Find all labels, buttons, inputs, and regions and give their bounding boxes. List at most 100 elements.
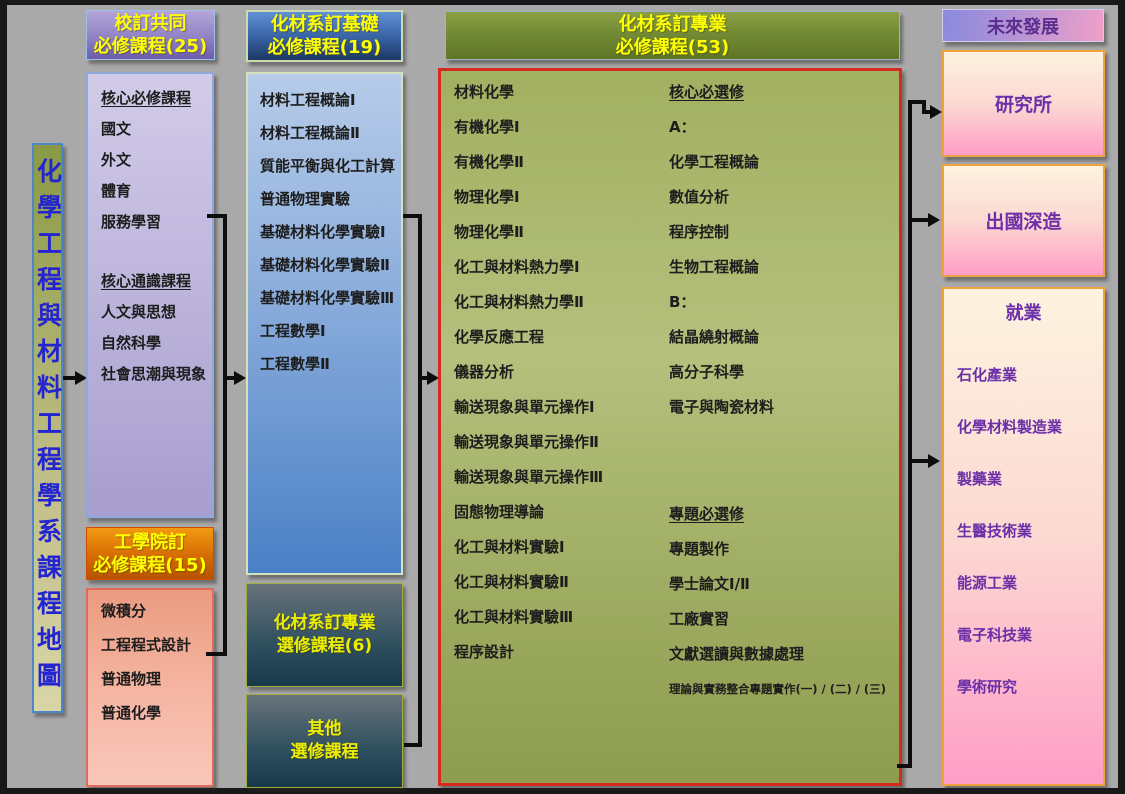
common-required-list: 核心必修課程國文外文體育服務學習核心通識課程人文與思想自然科學社會思潮與現象 xyxy=(86,72,214,518)
professional-elective-line2: 選修課程(6) xyxy=(276,636,373,656)
course-item: 基礎材料化學實驗Ⅰ xyxy=(260,223,386,241)
department-title-bar: 化學工程與材料工程學系課程地圖 xyxy=(32,143,63,713)
course-item: 材料工程概論Ⅱ xyxy=(260,124,360,142)
basic-required-header-line1: 化材系訂基礎 xyxy=(270,14,379,35)
frame-right xyxy=(1118,0,1125,794)
department-title: 化學工程與材料工程學系課程地圖 xyxy=(33,158,63,698)
course-item: 普通物理實驗 xyxy=(260,190,351,208)
frame-bottom xyxy=(0,788,1125,794)
course-item: 核心通識課程 xyxy=(101,272,192,290)
course-item: 自然科學 xyxy=(101,334,162,352)
arrow-c2-to-c3-head xyxy=(427,371,439,385)
other-elective-line2: 選修課程 xyxy=(290,742,359,762)
course-item: 工廠實習 xyxy=(669,610,730,628)
common-required-header: 校訂共同 必修課程(25) xyxy=(86,10,215,60)
professional-required-header: 化材系訂專業 必修課程(53) xyxy=(445,11,900,60)
connector-c3-c4-bottom-stub xyxy=(897,764,912,768)
course-item: 高分子科學 xyxy=(669,363,745,381)
course-item: 物理化學Ⅰ xyxy=(454,188,520,206)
course-item: 學士論文Ⅰ/Ⅱ xyxy=(669,575,750,593)
future-development-title: 未來發展 xyxy=(987,16,1059,38)
course-item: 物理化學Ⅱ xyxy=(454,223,524,241)
arrow-to-grad-school-line xyxy=(922,110,931,114)
course-item: A： xyxy=(669,118,696,136)
course-item: 電子與陶瓷材料 xyxy=(669,398,775,416)
course-item: 基礎材料化學實驗Ⅲ xyxy=(260,289,395,307)
employment-item: 生醫技術業 xyxy=(957,522,1033,540)
course-item: 化工與材料實驗Ⅱ xyxy=(454,573,569,591)
course-item: 基礎材料化學實驗Ⅱ xyxy=(260,256,390,274)
connector-c2-c3-vline xyxy=(418,214,422,747)
connector-c3-c4-vline xyxy=(908,100,912,768)
course-item: 輸送現象與單元操作Ⅲ xyxy=(454,468,604,486)
course-item: 數值分析 xyxy=(669,188,730,206)
employment-item: 化學材料製造業 xyxy=(957,418,1063,436)
employment-item: 電子科技業 xyxy=(957,626,1033,644)
course-item: 核心必選修 xyxy=(669,83,745,101)
study-abroad-label: 出國深造 xyxy=(985,211,1062,233)
course-item: 國文 xyxy=(101,120,132,138)
college-required-header-line2: 必修課程(15) xyxy=(93,554,207,576)
arrow-title-to-common-head xyxy=(75,371,87,385)
college-required-list: 微積分工程程式設計普通物理普通化學 xyxy=(86,588,214,787)
arrow-to-employment-head xyxy=(928,454,940,468)
course-item: 社會思潮與現象 xyxy=(101,365,207,383)
course-item: 專題必選修 xyxy=(669,505,745,523)
other-elective-box: 其他 選修課程 xyxy=(246,694,403,788)
course-item: 材料工程概論Ⅰ xyxy=(260,91,356,109)
connector-c1-c2-bottom-stub xyxy=(206,652,225,656)
arrow-to-employment-line xyxy=(912,459,929,463)
employment-item: 能源工業 xyxy=(957,574,1018,592)
employment-list: 石化產業化學材料製造業製藥業生醫技術業能源工業電子科技業學術研究 xyxy=(944,349,1103,713)
employment-box: 就業 石化產業化學材料製造業製藥業生醫技術業能源工業電子科技業學術研究 xyxy=(942,287,1105,786)
frame-left xyxy=(0,0,7,794)
course-item: 核心必修課程 xyxy=(101,89,192,107)
study-abroad-box: 出國深造 xyxy=(942,164,1105,277)
course-item: 工程數學Ⅱ xyxy=(260,355,330,373)
course-item: 輸送現象與單元操作Ⅰ xyxy=(454,398,595,416)
course-item: 化學工程概論 xyxy=(669,153,760,171)
connector-c2-c3-top-stub xyxy=(403,214,418,218)
connector-c2-c3-bottom-stub xyxy=(404,743,420,747)
basic-required-header: 化材系訂基礎 必修課程(19) xyxy=(246,10,403,62)
course-item: B： xyxy=(669,293,696,311)
grad-school-label: 研究所 xyxy=(994,94,1052,116)
course-item: 服務學習 xyxy=(101,213,162,231)
professional-required-header-line1: 化材系訂專業 xyxy=(618,13,727,35)
connector-c1-c2-top-stub xyxy=(207,214,225,218)
employment-item: 石化產業 xyxy=(957,366,1018,384)
common-required-header-line1: 校訂共同 xyxy=(114,13,187,34)
connector-c3-c4-top-drop xyxy=(922,100,926,114)
course-item: 文獻選讀與數據處理 xyxy=(669,645,805,663)
course-item: 專題製作 xyxy=(669,540,730,558)
connector-c1-c2-vline xyxy=(223,214,227,656)
course-item: 普通化學 xyxy=(101,704,162,722)
course-item: 輸送現象與單元操作Ⅱ xyxy=(454,433,599,451)
course-item: 人文與思想 xyxy=(101,303,177,321)
college-required-header-line1: 工學院訂 xyxy=(114,531,186,553)
course-item: 程序設計 xyxy=(454,643,515,661)
basic-required-header-line2: 必修課程(19) xyxy=(267,37,382,58)
course-item: 體育 xyxy=(101,182,132,200)
connector-c3-c4-top-h xyxy=(908,100,926,104)
course-item: 程序控制 xyxy=(669,223,730,241)
course-item: 普通物理 xyxy=(101,670,162,688)
future-development-header: 未來發展 xyxy=(942,9,1104,42)
course-item: 外文 xyxy=(101,151,132,169)
course-item: 固態物理導論 xyxy=(454,503,545,521)
course-item: 化工與材料熱力學Ⅰ xyxy=(454,258,580,276)
course-item: 材料化學 xyxy=(454,83,515,101)
arrow-c1-to-c2-line xyxy=(225,376,235,380)
course-item: 生物工程概論 xyxy=(669,258,760,276)
other-elective-line1: 其他 xyxy=(307,719,342,739)
course-item: 理論與實務整合專題實作(一) / (二) / (三) xyxy=(669,682,886,696)
course-item: 工程程式設計 xyxy=(101,636,192,654)
course-item: 有機化學Ⅰ xyxy=(454,118,520,136)
course-item: 化工與材料實驗Ⅲ xyxy=(454,608,574,626)
arrow-to-study-abroad-line xyxy=(912,218,929,222)
college-required-header: 工學院訂 必修課程(15) xyxy=(86,527,214,580)
